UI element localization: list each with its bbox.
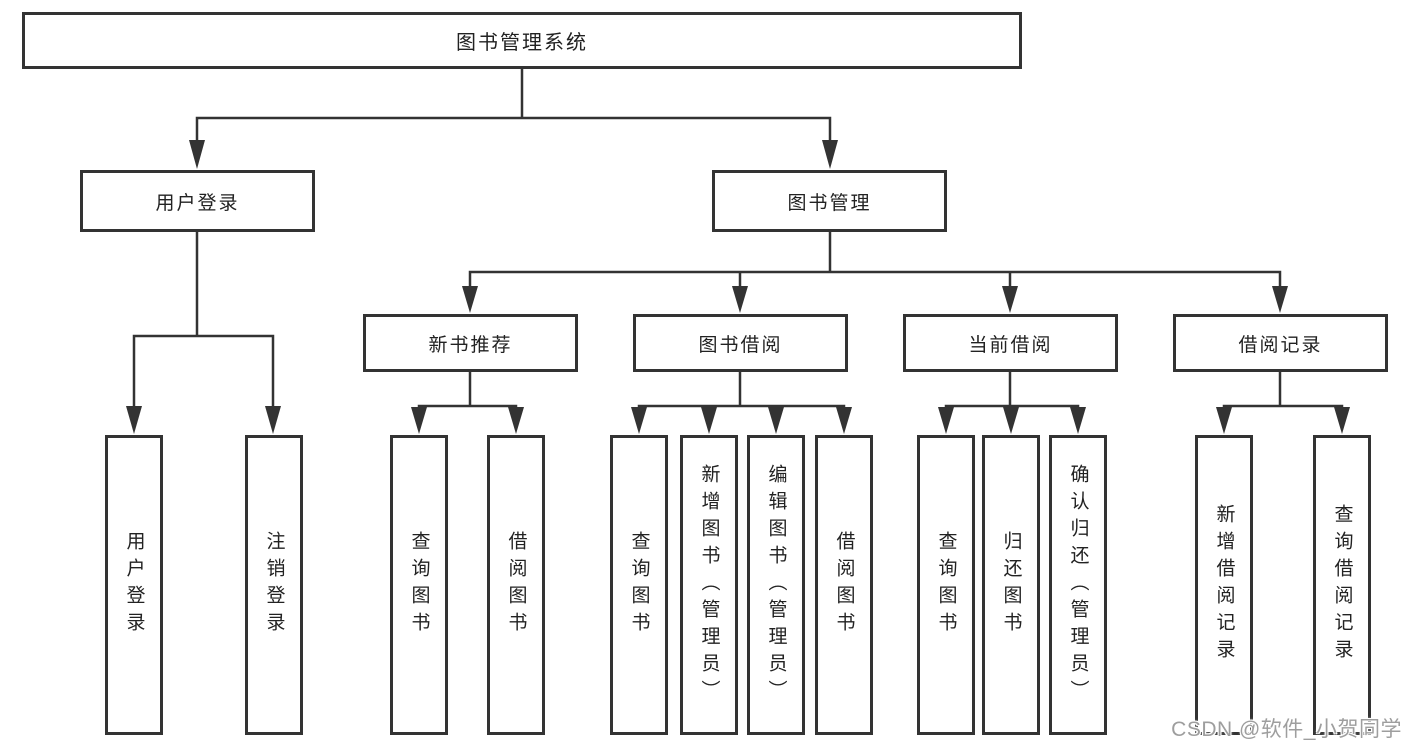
node-label: 注销登录: [263, 531, 285, 639]
connector-current-group: [944, 370, 1080, 408]
arrowheads-current-group: [938, 407, 1086, 434]
leaf-confirm-return-admin: 确认归还（管理员）: [1049, 435, 1107, 735]
leaf-query-borrow-record: 查询借阅记录: [1313, 435, 1371, 735]
node-label: 图书借阅: [698, 334, 783, 356]
leaf-logout: 注销登录: [245, 435, 303, 735]
node-label: 当前借阅: [968, 334, 1053, 356]
node-label: 用户登录: [155, 192, 240, 214]
node-label: 图书管理: [787, 192, 872, 214]
node-label: 借阅记录: [1238, 334, 1323, 356]
leaf-add-book-admin: 新增图书（管理员）: [680, 435, 738, 735]
leaf-query-books-recommend: 查询图书: [390, 435, 448, 735]
node-label: 查询图书: [935, 531, 957, 639]
connector-borrow-group: [637, 370, 846, 408]
connector-login-group: [132, 231, 275, 410]
arrowheads-recommend-group: [411, 407, 524, 434]
leaf-edit-book-admin: 编辑图书（管理员）: [747, 435, 805, 735]
connector-recommend-group: [417, 370, 518, 408]
leaf-user-login: 用户登录: [105, 435, 163, 735]
arrowheads-records-group: [1216, 407, 1350, 434]
section-new-book-recommend: 新书推荐: [363, 314, 578, 372]
node-label: 新增借阅记录: [1213, 504, 1235, 666]
node-root: 图书管理系统: [22, 12, 1022, 69]
arrowheads-root: [189, 140, 838, 169]
node-label: 确认归还（管理员）: [1067, 463, 1089, 707]
branch-user-login: 用户登录: [80, 170, 315, 232]
leaf-query-books-borrow: 查询图书: [610, 435, 668, 735]
node-label: 图书管理系统: [456, 32, 588, 54]
node-label: 编辑图书（管理员）: [765, 463, 787, 707]
connector-records-group: [1222, 370, 1344, 408]
leaf-add-borrow-record: 新增借阅记录: [1195, 435, 1253, 735]
connector-root: [195, 67, 832, 144]
leaf-return-book: 归还图书: [982, 435, 1040, 735]
connector-management-group: [468, 231, 1282, 290]
watermark: CSDN @软件_小贺同学: [1171, 718, 1402, 741]
section-book-borrow: 图书借阅: [633, 314, 848, 372]
node-label: 查询图书: [408, 531, 430, 639]
node-label: 用户登录: [123, 531, 145, 639]
node-label: 归还图书: [1000, 531, 1022, 639]
node-label: 查询图书: [628, 531, 650, 639]
arrowheads-borrow-group: [631, 407, 852, 434]
leaf-borrow-books: 借阅图书: [815, 435, 873, 735]
leaf-query-books-current: 查询图书: [917, 435, 975, 735]
node-label: 借阅图书: [505, 531, 527, 639]
section-borrow-records: 借阅记录: [1173, 314, 1388, 372]
node-label: 新增图书（管理员）: [698, 463, 720, 707]
leaf-borrow-books-recommend: 借阅图书: [487, 435, 545, 735]
node-label: 查询借阅记录: [1331, 504, 1353, 666]
arrowheads-management-group: [462, 286, 1288, 313]
node-label: 新书推荐: [428, 334, 513, 356]
branch-book-management: 图书管理: [712, 170, 947, 232]
section-current-borrow: 当前借阅: [903, 314, 1118, 372]
arrowheads-login-group: [126, 406, 281, 434]
node-label: 借阅图书: [833, 531, 855, 639]
